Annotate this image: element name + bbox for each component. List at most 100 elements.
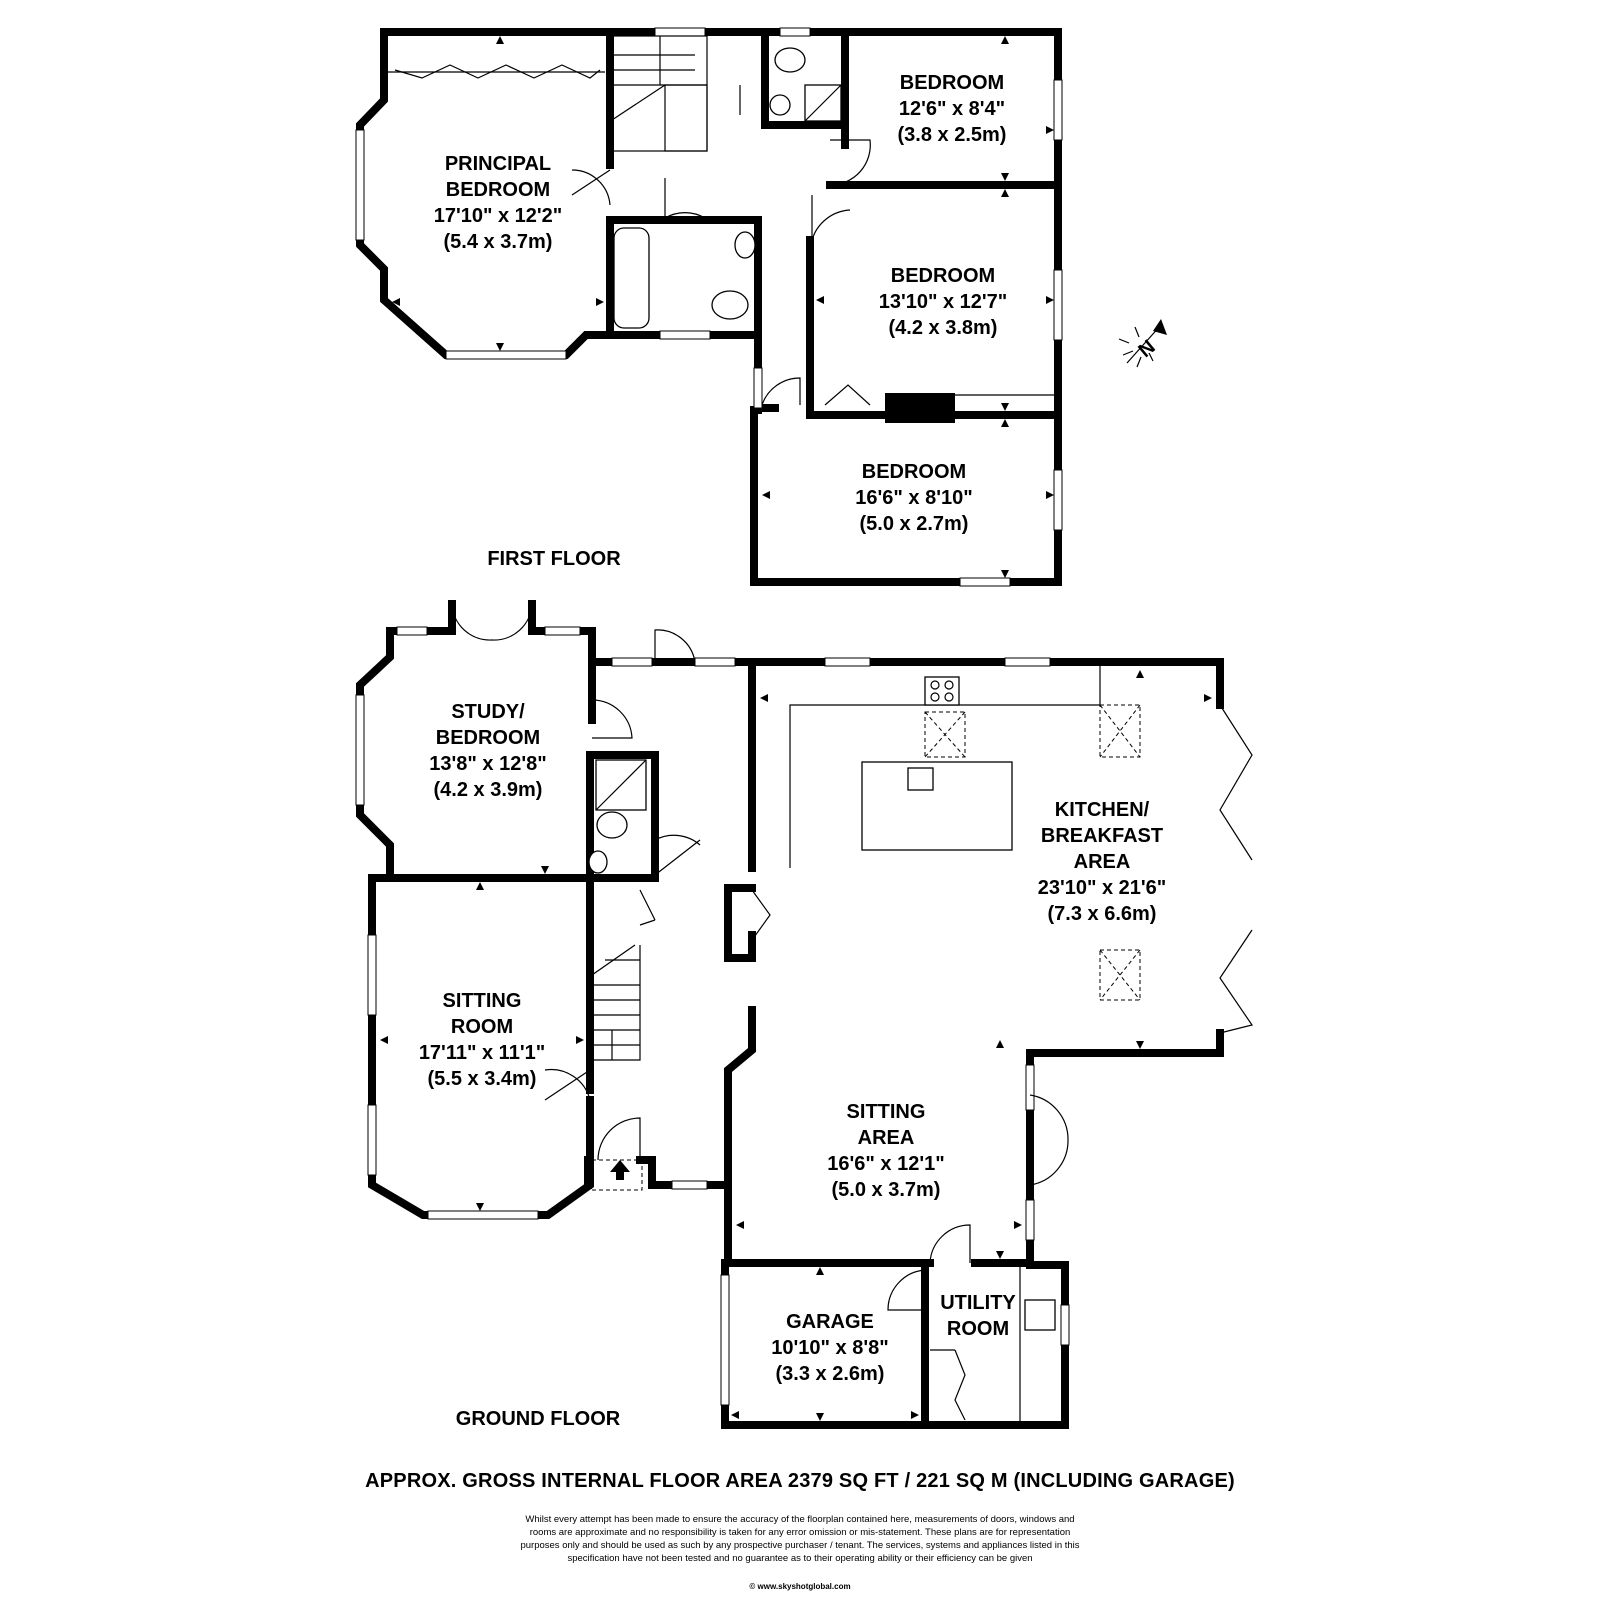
svg-text:BREAKFAST: BREAKFAST	[1041, 825, 1163, 847]
svg-text:17'11" x 11'1": 17'11" x 11'1"	[419, 1042, 545, 1064]
ff-door-wardrobe	[824, 384, 871, 406]
skylights	[924, 704, 1141, 1001]
svg-text:BEDROOM: BEDROOM	[446, 179, 550, 201]
room-label-utility: UTILITY ROOM	[940, 1292, 1016, 1340]
svg-text:GARAGE: GARAGE	[786, 1311, 874, 1333]
gf-window-study-side	[355, 694, 365, 806]
ff-window-bed3	[1053, 269, 1063, 341]
gf-window-sitting-side2	[367, 1104, 377, 1176]
room-label-principal-bedroom: PRINCIPAL BEDROOM 17'10" x 12'2" (5.4 x …	[434, 153, 563, 253]
gf-door-garden	[451, 603, 533, 641]
svg-text:PRINCIPAL: PRINCIPAL	[445, 153, 551, 175]
ff-door-bed3	[811, 195, 851, 241]
svg-text:16'6" x 12'1": 16'6" x 12'1"	[827, 1153, 944, 1175]
gf-garage-door	[720, 1274, 730, 1406]
bath-tub	[613, 227, 650, 329]
gf-measure-ticks	[380, 670, 1212, 1421]
first-floor-label: FIRST FLOOR	[487, 548, 621, 570]
ff-door-bath	[664, 178, 706, 220]
copyright[interactable]: © www.skyshotglobal.com	[749, 1582, 851, 1591]
svg-text:16'6" x 8'10": 16'6" x 8'10"	[855, 487, 972, 509]
bifold-doors-top	[1219, 704, 1253, 861]
ff-window-bed4-side	[1053, 469, 1063, 531]
svg-text:KITCHEN/: KITCHEN/	[1055, 799, 1150, 821]
north-arrow-icon: N	[1118, 319, 1167, 368]
chimney-breast	[885, 393, 955, 423]
hob	[924, 676, 960, 706]
svg-text:ROOM: ROOM	[947, 1318, 1009, 1340]
svg-text:SITTING: SITTING	[847, 1101, 926, 1123]
gf-window-hall-top2	[694, 657, 736, 667]
gf-door-shower	[654, 834, 701, 876]
ff-door-bed2	[829, 139, 871, 186]
svg-text:BEDROOM: BEDROOM	[891, 265, 995, 287]
gf-door-study	[591, 699, 633, 739]
gf-window-sitting-bay	[427, 1210, 539, 1220]
room-label-garage: GARAGE 10'10" x 8'8" (3.3 x 2.6m)	[771, 1311, 888, 1385]
ff-window-bath	[659, 330, 711, 340]
hall-walls	[586, 751, 659, 1094]
svg-text:BEDROOM: BEDROOM	[900, 72, 1004, 94]
svg-text:17'10" x 12'2": 17'10" x 12'2"	[434, 205, 563, 227]
ff-partition-bed3	[806, 236, 1062, 419]
gf-door-front	[597, 1117, 641, 1161]
kitchen-outer-walls	[748, 658, 1224, 872]
room-label-sitting-room: SITTING ROOM 17'11" x 11'1" (5.5 x 3.4m)	[419, 990, 545, 1090]
ff-basin-bath	[734, 231, 756, 259]
gf-door-sitting	[544, 1068, 591, 1101]
porch-walls	[584, 1156, 934, 1267]
ff-partition-ensuite	[761, 28, 849, 129]
cloak-walls	[724, 884, 756, 962]
ff-window-principal-side	[355, 129, 365, 241]
gf-window-kitchen-top1	[824, 657, 871, 667]
disclaimer-line: Whilst every attempt has been made to en…	[525, 1514, 1075, 1525]
gf-door-hall-rear	[654, 629, 696, 663]
room-label-bedroom-4: BEDROOM 16'6" x 8'10" (5.0 x 2.7m)	[855, 461, 972, 535]
svg-text:(5.4 x 3.7m): (5.4 x 3.7m)	[444, 231, 553, 253]
gf-window-hall-top	[611, 657, 653, 667]
gf-basin	[588, 850, 608, 874]
svg-text:AREA: AREA	[1074, 851, 1131, 873]
utility-sink	[1024, 1299, 1056, 1331]
gf-door-patio	[1029, 1094, 1069, 1186]
svg-text:(3.8 x 2.5m): (3.8 x 2.5m)	[898, 124, 1007, 146]
ff-window-principal-bay	[445, 350, 567, 360]
svg-text:13'8" x 12'8": 13'8" x 12'8"	[429, 753, 546, 775]
disclaimer-line: purposes only and should be used as such…	[520, 1540, 1080, 1551]
bifold-doors-bottom	[1219, 929, 1253, 1034]
front-step	[591, 1159, 643, 1191]
entrance-arrow-icon	[610, 1160, 630, 1180]
svg-text:N: N	[1134, 336, 1159, 362]
first-floor: PRINCIPAL BEDROOM 17'10" x 12'2" (5.4 x …	[355, 27, 1063, 587]
room-label-sitting-area: SITTING AREA 16'6" x 12'1" (5.0 x 3.7m)	[827, 1101, 944, 1201]
svg-text:BEDROOM: BEDROOM	[436, 727, 540, 749]
gf-window-kitchen-top2	[1004, 657, 1051, 667]
gf-toilet	[596, 811, 628, 839]
sitting-area-left	[724, 1006, 756, 1189]
svg-text:BEDROOM: BEDROOM	[862, 461, 966, 483]
study-walls	[356, 600, 456, 882]
gf-window-study-top-l	[396, 626, 428, 636]
ff-window-ensuite	[779, 27, 811, 37]
svg-text:(5.5 x 3.4m): (5.5 x 3.4m)	[428, 1068, 537, 1090]
gross-area-title: APPROX. GROSS INTERNAL FLOOR AREA 2379 S…	[365, 1470, 1235, 1492]
ff-partition-bath	[606, 216, 762, 339]
gf-window-study-top-r	[544, 626, 581, 636]
ff-window-bed4-bottom	[959, 577, 1011, 587]
gf-window-sitting-side1	[367, 934, 377, 1016]
disclaimer: Whilst every attempt has been made to en…	[0, 1513, 1600, 1565]
room-label-bedroom-3: BEDROOM 13'10" x 12'7" (4.2 x 3.8m)	[879, 265, 1008, 339]
ff-measure-ticks	[392, 36, 1054, 578]
utility-walls	[921, 1259, 1034, 1429]
ff-toilet-ensuite	[774, 47, 806, 73]
svg-text:(4.2 x 3.8m): (4.2 x 3.8m)	[889, 317, 998, 339]
svg-text:(5.0 x 2.7m): (5.0 x 2.7m)	[860, 513, 969, 535]
ff-door-principal	[571, 169, 611, 206]
room-label-bedroom-2: BEDROOM 12'6" x 8'4" (3.8 x 2.5m)	[898, 72, 1007, 146]
gf-door-garage-utility	[887, 1269, 926, 1311]
ff-window-bed2	[1053, 79, 1063, 141]
kitchen-right-lower	[721, 1029, 1224, 1429]
room-label-study: STUDY/ BEDROOM 13'8" x 12'8" (4.2 x 3.9m…	[429, 701, 546, 801]
svg-text:(7.3 x 6.6m): (7.3 x 6.6m)	[1048, 903, 1157, 925]
